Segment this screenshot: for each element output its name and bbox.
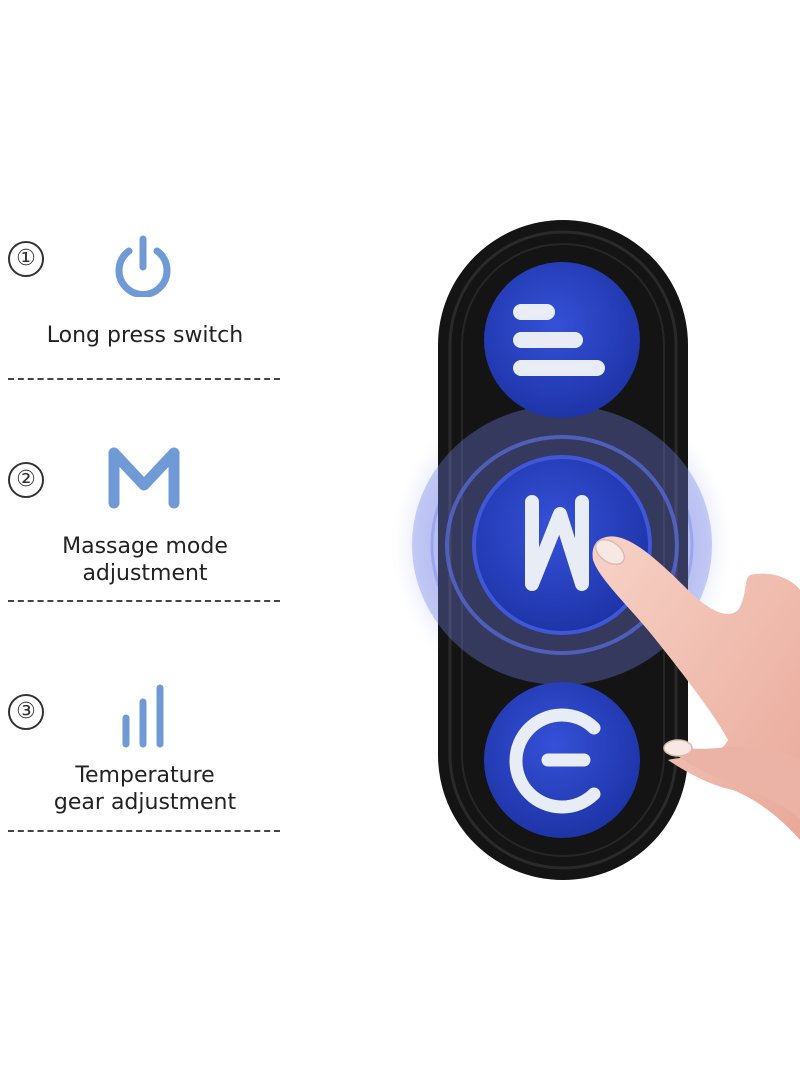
dashed-divider: [8, 830, 280, 832]
feature-item-mode: ② Massage mode adjustment: [0, 445, 290, 595]
remote-button-mode[interactable]: [472, 455, 652, 635]
feature-label: Temperature gear adjustment: [0, 762, 290, 816]
signal-bars-icon: [122, 684, 164, 748]
feature-item-temperature: ③ Temperature gear adjustment: [0, 682, 290, 832]
mode-m-icon: [525, 495, 589, 591]
levels-icon: [513, 304, 605, 376]
remote-controller: [392, 220, 800, 880]
feature-number: ①: [8, 241, 44, 277]
feature-label-line: adjustment: [82, 561, 208, 586]
power-icon: [115, 235, 171, 297]
remote-button-levels[interactable]: [484, 262, 640, 418]
feature-item-power: ① Long press switch: [0, 235, 290, 385]
dashed-divider: [8, 600, 280, 602]
feature-number: ③: [8, 694, 44, 730]
power-icon: [509, 708, 601, 814]
letter-m-icon: [108, 447, 180, 509]
dashed-divider: [8, 378, 280, 380]
remote-button-power[interactable]: [484, 682, 640, 838]
feature-label-line: gear adjustment: [53, 790, 237, 815]
feature-label-line: Massage mode: [62, 534, 228, 559]
feature-label-line: Temperature: [75, 763, 215, 788]
feature-label: Massage mode adjustment: [0, 533, 290, 587]
feature-number: ②: [8, 462, 44, 498]
feature-label-line: Long press switch: [46, 323, 244, 348]
pointing-hand: [592, 536, 800, 840]
feature-label: Long press switch: [0, 322, 290, 349]
